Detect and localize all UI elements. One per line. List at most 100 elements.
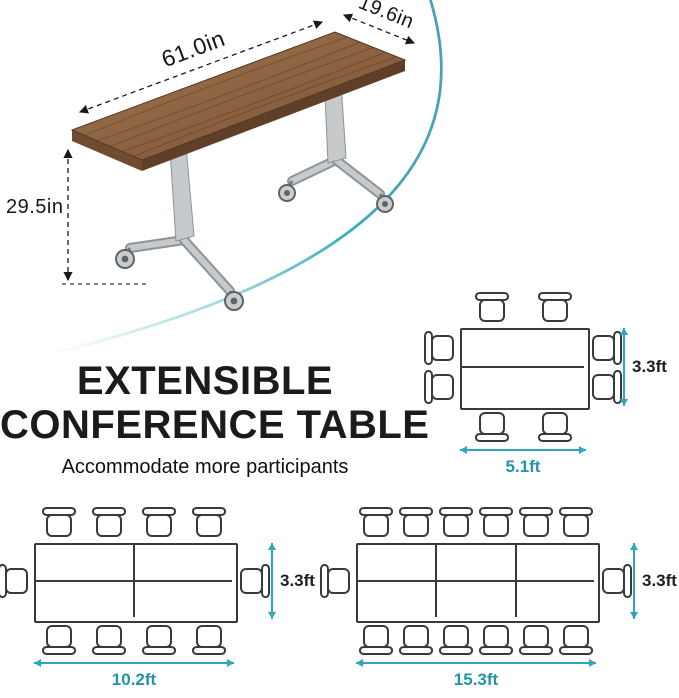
chair-icon — [92, 507, 126, 537]
chair-seat — [563, 625, 589, 648]
headline: EXTENSIBLE CONFERENCE TABLE Accommodate … — [0, 359, 430, 479]
chair-icon — [474, 412, 509, 442]
caster-icon — [278, 180, 296, 202]
chair-icon — [192, 507, 226, 537]
chair-icon — [424, 330, 454, 365]
chair-seat — [196, 625, 222, 648]
chair-icon — [559, 507, 593, 537]
seating-layout-10: 3.3ft 10.2ft — [0, 503, 334, 693]
length-dimension-label: 61.0in — [158, 25, 229, 72]
chair-seat — [363, 625, 389, 648]
chair-seat — [523, 514, 549, 537]
chair-icon — [42, 625, 76, 655]
chair-seat — [146, 625, 172, 648]
table-leg-left — [115, 145, 244, 311]
table-width-label: 15.3ft — [453, 670, 499, 689]
caster-icon — [224, 290, 244, 311]
dimension-arrow-horizontal — [460, 446, 586, 454]
table-top-view — [34, 543, 238, 623]
arc-stroke — [57, 0, 443, 354]
chair-seat — [146, 514, 172, 537]
dimension-arrow-vertical — [268, 543, 276, 619]
chair-seat — [327, 568, 350, 594]
dimension-arrow-horizontal — [34, 659, 234, 667]
table-top-view — [356, 543, 600, 623]
chair-seat — [431, 373, 454, 400]
chair-seat — [592, 373, 615, 400]
caster-icon — [376, 193, 394, 213]
table-section-divider — [133, 545, 135, 617]
chair-icon — [519, 625, 553, 655]
chair-seat — [46, 514, 72, 537]
chair-icon — [602, 564, 632, 598]
chair-seat — [96, 514, 122, 537]
chair-seat — [5, 568, 28, 594]
chair-seat — [240, 568, 263, 594]
chair-seat — [541, 299, 568, 322]
chair-seat — [403, 625, 429, 648]
chair-seat — [563, 514, 589, 537]
chair-seat — [478, 412, 505, 435]
dimension-arrow-vertical — [620, 328, 628, 406]
table-top-view — [460, 328, 590, 410]
chair-seat — [523, 625, 549, 648]
dimension-arrow-vertical — [630, 543, 638, 619]
table-fold-line — [462, 366, 584, 368]
chair-icon — [439, 507, 473, 537]
chair-seat — [478, 299, 505, 322]
caster-icon — [115, 247, 135, 269]
chair-icon — [479, 625, 513, 655]
headline-subtitle: Accommodate more participants — [61, 456, 349, 478]
seating-diagram: 3.3ft 15.3ft — [316, 503, 679, 693]
seating-diagram: 3.3ft 5.1ft — [420, 288, 679, 480]
chair-icon — [359, 507, 393, 537]
chair-icon — [592, 369, 622, 404]
headline-line2: CONFERENCE TABLE — [0, 403, 430, 447]
table-depth-label: 3.3ft — [280, 571, 315, 590]
chair-seat — [541, 412, 568, 435]
chair-icon — [240, 564, 270, 598]
chair-seat — [363, 514, 389, 537]
chair-seat — [602, 568, 625, 594]
chair-seat — [196, 514, 222, 537]
chair-icon — [537, 412, 572, 442]
table-width-label: 10.2ft — [111, 670, 157, 689]
table-depth-label: 3.3ft — [642, 571, 677, 590]
chair-seat — [46, 625, 72, 648]
chair-seat — [431, 334, 454, 361]
chair-seat — [483, 625, 509, 648]
chair-icon — [0, 564, 28, 598]
chair-icon — [479, 507, 513, 537]
chair-seat — [443, 514, 469, 537]
dimension-lines — [62, 13, 416, 285]
dimension-arrow-horizontal — [356, 659, 596, 667]
table-depth-label: 3.3ft — [632, 357, 667, 376]
chair-icon — [92, 625, 126, 655]
table-section-divider — [515, 545, 517, 617]
chair-seat — [443, 625, 469, 648]
table-width-label: 5.1ft — [505, 457, 541, 476]
table-section-divider — [435, 545, 437, 617]
chair-icon — [142, 625, 176, 655]
chair-icon — [519, 507, 553, 537]
chair-icon — [537, 292, 572, 322]
chair-icon — [42, 507, 76, 537]
chair-seat — [592, 334, 615, 361]
chair-icon — [424, 369, 454, 404]
chair-icon — [142, 507, 176, 537]
seating-layout-14: 3.3ft 15.3ft — [316, 503, 679, 693]
chair-icon — [192, 625, 226, 655]
table-fold-line — [358, 580, 594, 582]
depth-dimension-label: 19.6in — [355, 0, 417, 33]
table-3d-illustration: 61.0in 19.6in 29.5in — [6, 0, 417, 311]
chair-icon — [399, 625, 433, 655]
seating-diagram: 3.3ft 10.2ft — [0, 503, 334, 693]
chair-seat — [403, 514, 429, 537]
chair-seat — [96, 625, 122, 648]
chair-icon — [559, 625, 593, 655]
tabletop — [70, 31, 407, 171]
chair-icon — [359, 625, 393, 655]
chair-icon — [320, 564, 350, 598]
